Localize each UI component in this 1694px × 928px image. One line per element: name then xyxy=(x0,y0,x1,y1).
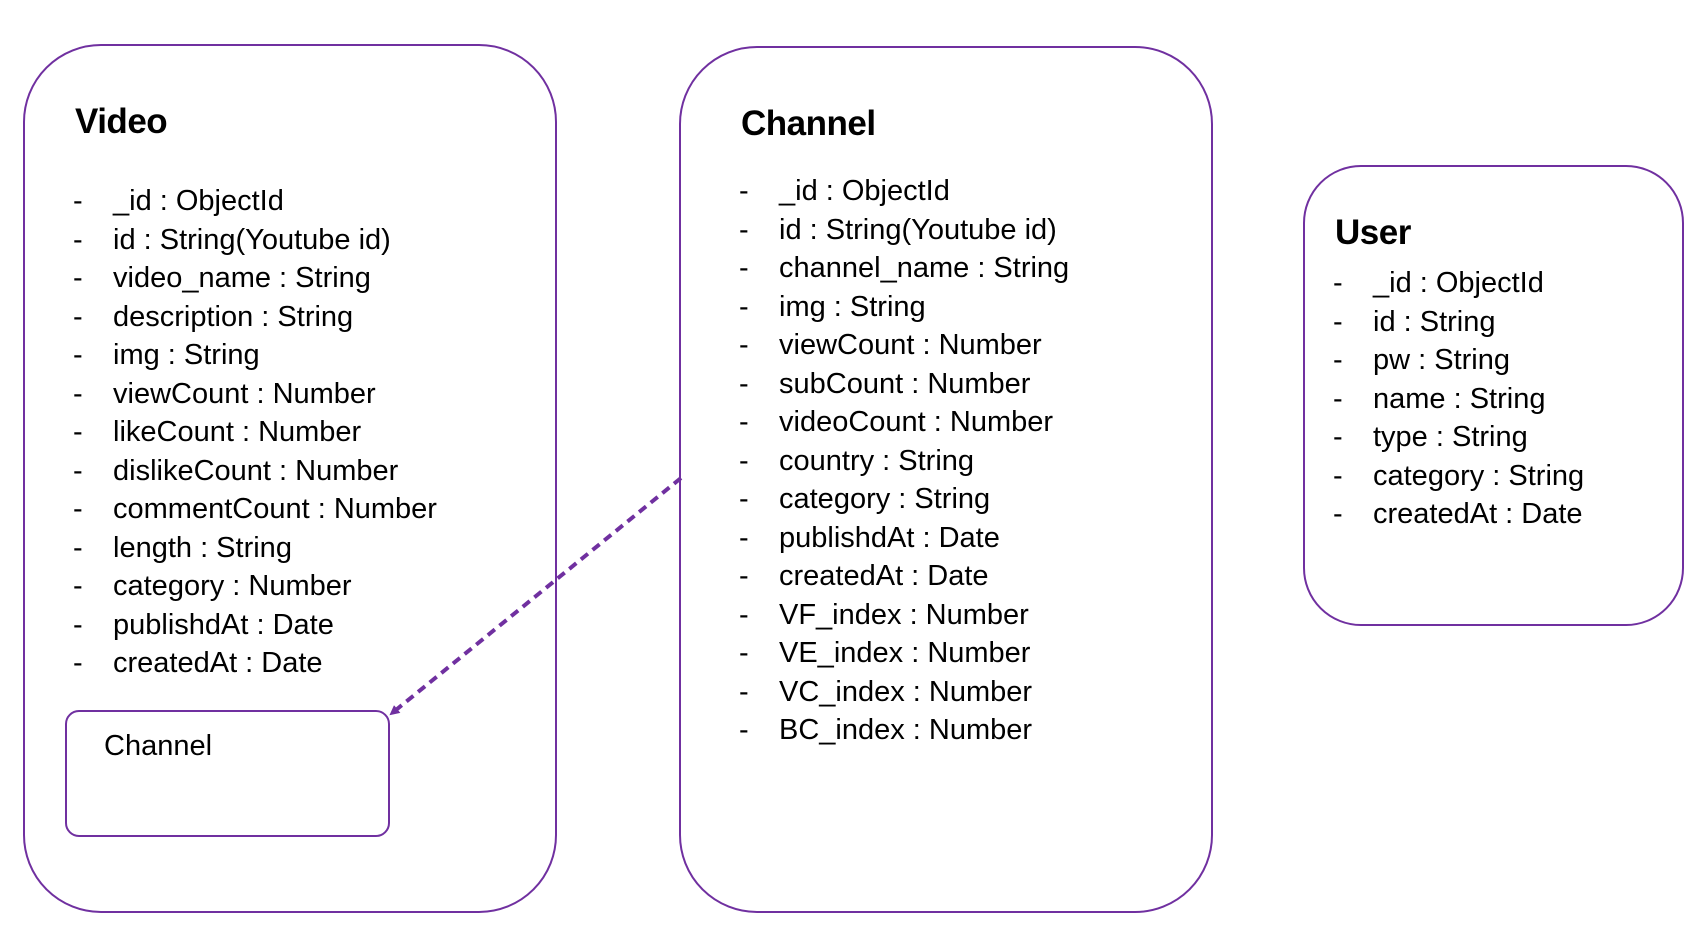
user-entity-title: User xyxy=(1335,213,1411,252)
list-marker: - xyxy=(1333,421,1343,453)
video-embedded-channel-box: Channel xyxy=(65,710,390,837)
video-field-text: video_name : String xyxy=(113,262,371,294)
channel-field-text: viewCount : Number xyxy=(779,329,1042,361)
channel-field-text: VF_index : Number xyxy=(779,598,1029,631)
list-marker: - xyxy=(739,213,749,246)
list-marker: - xyxy=(73,570,83,602)
user-field-text: createdAt : Date xyxy=(1373,498,1583,530)
video-field-text: createdAt : Date xyxy=(113,647,323,679)
list-marker: - xyxy=(739,252,749,284)
channel-field-text: channel_name : String xyxy=(779,252,1070,284)
user-field-text: pw : String xyxy=(1373,344,1510,376)
video-field-text: img : String xyxy=(113,339,260,371)
user-field-text: id : String xyxy=(1373,305,1496,338)
user-field-text: category : String xyxy=(1373,459,1585,492)
video-field-text: _id : ObjectId xyxy=(113,185,284,217)
channel-field-text: _id : ObjectId xyxy=(779,175,950,207)
user-field-text: name : String xyxy=(1373,382,1546,415)
video-field-text: viewCount : Number xyxy=(113,377,376,410)
channel-field-text: country : String xyxy=(779,444,975,477)
list-marker: - xyxy=(1333,267,1343,299)
list-marker: - xyxy=(739,444,749,477)
list-marker: - xyxy=(739,406,749,438)
video-field-text: description : String xyxy=(113,300,354,333)
list-marker: - xyxy=(73,185,83,217)
video-field-text: length : String xyxy=(113,531,292,564)
video-field-text: id : String(Youtube id) xyxy=(113,223,391,256)
list-marker: - xyxy=(73,300,83,333)
channel-field-text: publishdAt : Date xyxy=(779,521,1000,554)
list-marker: - xyxy=(1333,459,1343,492)
list-marker: - xyxy=(73,223,83,256)
channel-field-text: category : String xyxy=(779,483,991,515)
list-marker: - xyxy=(1333,305,1343,338)
list-marker: - xyxy=(1333,382,1343,415)
list-marker: - xyxy=(1333,344,1343,376)
channel-entity-title: Channel xyxy=(741,104,876,143)
list-marker: - xyxy=(739,329,749,361)
channel-entity-box: Channel -_id : ObjectId-id : String(Yout… xyxy=(679,46,1213,913)
channel-field-text: createdAt : Date xyxy=(779,560,989,592)
user-field-text: type : String xyxy=(1373,421,1528,453)
channel-field-text: VE_index : Number xyxy=(779,637,1031,669)
video-field-text: dislikeCount : Number xyxy=(113,454,399,487)
channel-field-text: BC_index : Number xyxy=(779,714,1033,746)
channel-field-text: VC_index : Number xyxy=(779,675,1033,708)
video-field-text: category : Number xyxy=(113,570,352,602)
list-marker: - xyxy=(739,560,749,592)
list-marker: - xyxy=(739,521,749,554)
video-field-text: publishdAt : Date xyxy=(113,608,334,641)
list-marker: - xyxy=(73,262,83,294)
list-marker: - xyxy=(739,175,749,207)
list-marker: - xyxy=(73,416,83,448)
list-marker: - xyxy=(73,377,83,410)
channel-field-text: id : String(Youtube id) xyxy=(779,213,1057,246)
list-marker: - xyxy=(73,608,83,641)
list-marker: - xyxy=(739,367,749,400)
list-marker: - xyxy=(73,493,83,525)
list-marker: - xyxy=(73,531,83,564)
list-marker: - xyxy=(739,675,749,708)
video-field-text: likeCount : Number xyxy=(113,416,362,448)
list-marker: - xyxy=(73,339,83,371)
list-marker: - xyxy=(739,483,749,515)
channel-field-text: img : String xyxy=(779,290,926,323)
user-entity-box: User -_id : ObjectId-id : String-pw : St… xyxy=(1303,165,1684,626)
video-field-text: commentCount : Number xyxy=(113,493,437,525)
list-marker: - xyxy=(739,714,749,746)
list-marker: - xyxy=(73,454,83,487)
list-marker: - xyxy=(739,637,749,669)
list-marker: - xyxy=(739,598,749,631)
video-embedded-channel-label: Channel xyxy=(104,730,213,762)
channel-field-text: videoCount : Number xyxy=(779,406,1054,438)
video-entity-box: Video -_id : ObjectId-id : String(Youtub… xyxy=(23,44,557,913)
list-marker: - xyxy=(1333,498,1343,530)
list-marker: - xyxy=(739,290,749,323)
channel-field-text: subCount : Number xyxy=(779,367,1031,400)
list-marker: - xyxy=(73,647,83,679)
video-entity-title: Video xyxy=(75,102,168,141)
user-field-text: _id : ObjectId xyxy=(1373,267,1544,299)
